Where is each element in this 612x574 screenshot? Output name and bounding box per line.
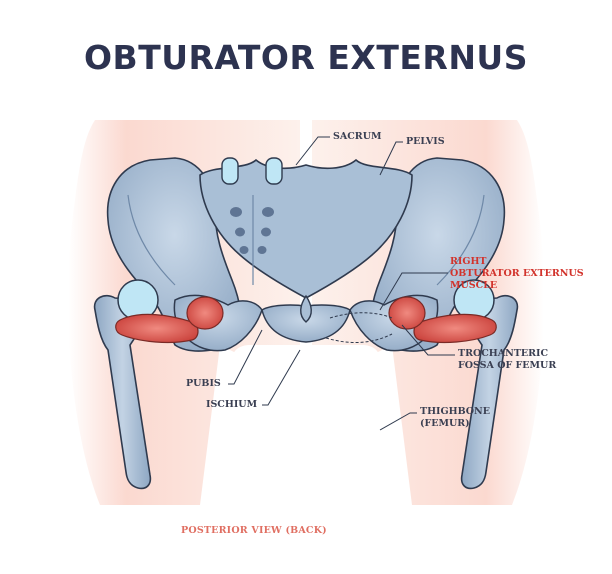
label-muscle-line1: RIGHT: [450, 256, 487, 267]
label-thighbone-line1: THIGHBONE: [420, 406, 490, 417]
label-pubis: PUBIS: [186, 378, 221, 389]
label-right-obturator-externus-muscle: RIGHT OBTURATOR EXTERNUS MUSCLE: [450, 256, 584, 292]
label-fossa-line2: FOSSA OF FEMUR: [458, 360, 557, 371]
label-thighbone-line2: (FEMUR): [420, 418, 470, 429]
label-pelvis: PELVIS: [406, 136, 445, 147]
label-ischium: ISCHIUM: [206, 399, 258, 410]
sacrum-bone: [199, 157, 413, 323]
femur-bones: [93, 279, 519, 490]
leader-lines: [228, 136, 455, 431]
label-trochanteric-fossa: TROCHANTERIC FOSSA OF FEMUR: [458, 348, 556, 372]
label-muscle-line3: MUSCLE: [450, 280, 498, 291]
obturator-externus-muscle: [115, 296, 497, 344]
label-sacrum: SACRUM: [333, 131, 382, 142]
view-caption: POSTERIOR VIEW (BACK): [181, 525, 327, 536]
label-fossa-line1: TROCHANTERIC: [458, 348, 549, 359]
label-muscle-line2: OBTURATOR EXTERNUS: [450, 268, 584, 279]
page-title: OBTURATOR EXTERNUS: [84, 38, 528, 77]
label-thighbone: THIGHBONE (FEMUR): [420, 406, 490, 430]
